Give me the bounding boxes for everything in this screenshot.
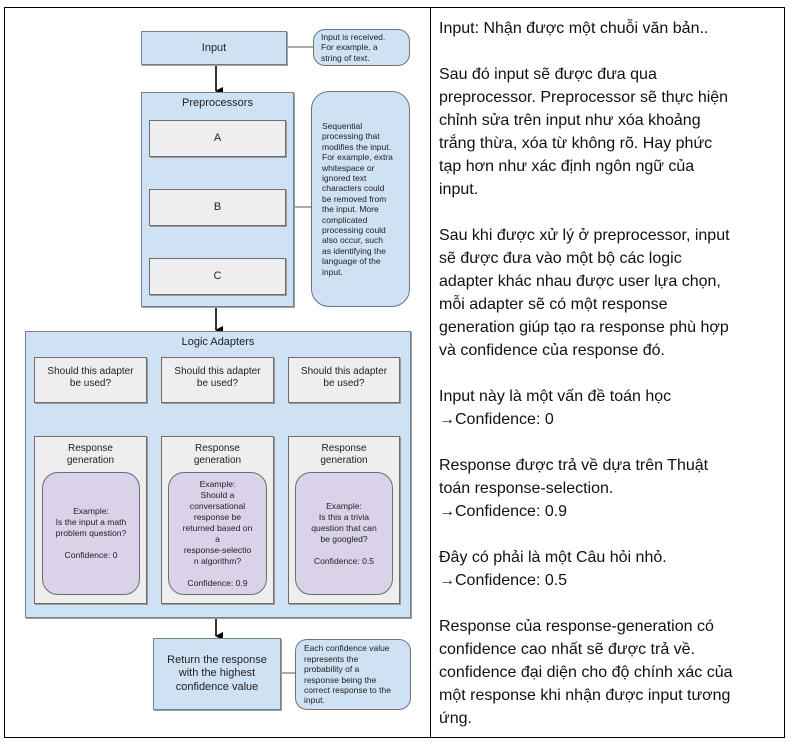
explanation-paragraph: Sau khi được xử lý ở preprocessor, input…	[439, 227, 730, 359]
explanation-paragraph: Input này là một vấn đề toán học →Confid…	[439, 388, 672, 428]
explanation-paragraph: Response của response-generation có conf…	[439, 618, 733, 727]
preprocessors-note: Sequential processing that modifies the …	[311, 91, 410, 307]
response-generation-label: Response generation	[66, 443, 115, 467]
adapter-question: Should this adapter be used?	[34, 357, 147, 403]
explanation-text: Input: Nhận được một chuỗi văn bản.. Sau…	[439, 17, 779, 753]
logic-adapters-title: Logic Adapters	[181, 336, 255, 348]
adapter-question-label: Should this adapter be used?	[174, 366, 261, 390]
preprocessor-step-label: A	[213, 132, 222, 144]
preprocessor-step-c: C	[149, 258, 286, 295]
table-frame	[4, 7, 785, 738]
response-generation-label: Response generation	[320, 443, 368, 467]
adapter-example: Example: Is the input a math problem que…	[42, 472, 140, 595]
adapter-example-text: Example: Should a conversational respons…	[182, 478, 253, 588]
adapter-example-text: Example: Is this a trivia question that …	[311, 500, 377, 566]
adapter-example: Example: Should a conversational respons…	[168, 472, 267, 595]
preprocessor-step-a: A	[149, 120, 286, 157]
preprocessor-step-label: B	[213, 201, 222, 213]
explanation-paragraph: Input: Nhận được một chuỗi văn bản..	[439, 20, 709, 37]
preprocessor-step-label: C	[213, 270, 222, 282]
adapter-example-text: Example: Is the input a math problem que…	[55, 506, 127, 560]
explanation-paragraph: Đây có phải là một Câu hỏi nhỏ. →Confide…	[439, 549, 667, 589]
adapter-question-label: Should this adapter be used?	[47, 366, 134, 390]
preprocessors-title: Preprocessors	[182, 97, 253, 109]
adapter-question-label: Should this adapter be used?	[300, 366, 388, 390]
input-box-label: Input	[201, 41, 227, 54]
adapter-question: Should this adapter be used?	[161, 357, 274, 403]
output-note: Each confidence value represents the pro…	[295, 639, 411, 710]
explanation-paragraph: Response được trả về dựa trên Thuật toán…	[439, 457, 709, 520]
preprocessor-step-b: B	[149, 189, 286, 226]
response-generation-label: Response generation	[193, 443, 242, 467]
adapter-question: Should this adapter be used?	[288, 357, 400, 403]
column-divider	[430, 7, 431, 738]
adapter-example: Example: Is this a trivia question that …	[295, 472, 393, 595]
input-note: Input is received. For example, a string…	[313, 29, 410, 66]
output-box: Return the response with the highest con…	[153, 638, 281, 710]
flow-diagram: Input Input is received. For example, a …	[25, 29, 411, 710]
explanation-paragraph: Sau đó input sẽ được đưa qua preprocesso…	[439, 66, 729, 198]
input-box: Input	[141, 31, 287, 65]
output-box-label: Return the response with the highest con…	[167, 653, 267, 693]
